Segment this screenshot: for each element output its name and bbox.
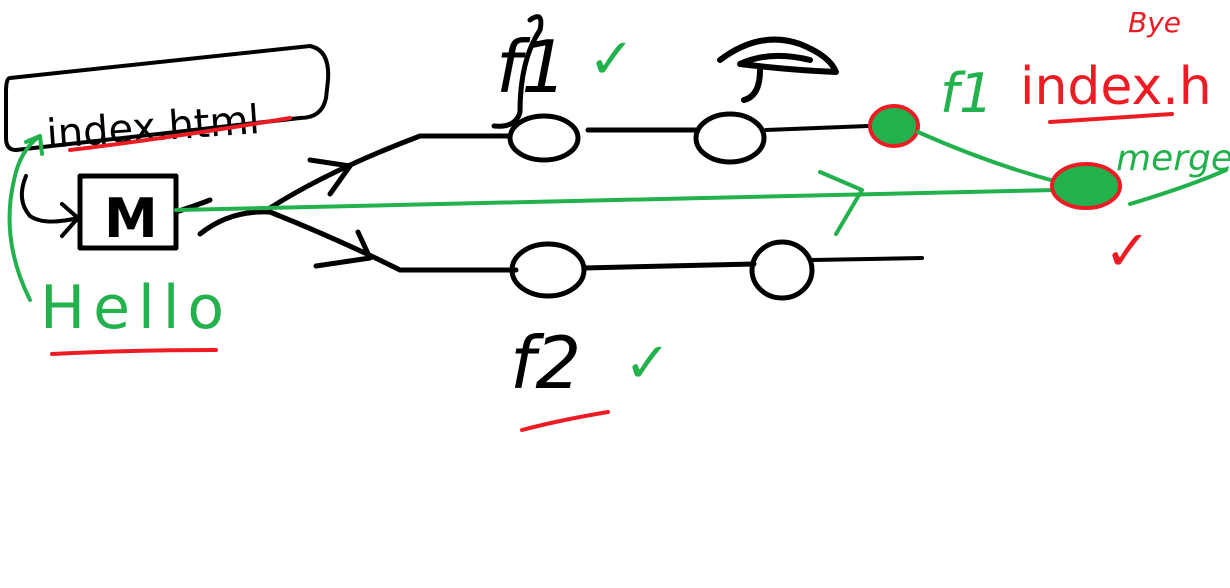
- merge-label-tail: [1128, 168, 1228, 206]
- greeting-underline: [50, 348, 218, 356]
- feature1-commit-1: [507, 113, 581, 163]
- merge-check: ✓: [1104, 219, 1151, 284]
- index-file-box: [4, 44, 331, 152]
- greeting-label: Hello: [40, 273, 232, 343]
- merge-node: [1050, 162, 1122, 210]
- master-box-label: M: [104, 187, 158, 250]
- feature1-check: ✓: [588, 27, 635, 92]
- scribbled-out-label: [717, 36, 839, 103]
- merged-index-underline: [1048, 112, 1174, 124]
- master-entry-arrow: [19, 174, 80, 238]
- merge-label: merge: [1116, 138, 1230, 179]
- branch-fork-lower: [197, 209, 519, 273]
- feature2-label: f2: [510, 321, 581, 405]
- feature2-underline: [520, 410, 610, 432]
- feature2-commit-2: [749, 239, 815, 301]
- hello-to-file-link: [7, 134, 44, 302]
- master-to-merge-arrow: [818, 170, 864, 236]
- feature2-check: ✓: [624, 331, 671, 396]
- feature2-line-2: [810, 256, 924, 262]
- feature2-commit-1: [509, 241, 587, 299]
- feature1-commit-2: [693, 111, 767, 165]
- feature1-label-stem: [491, 14, 544, 129]
- branch-fork-upper: [173, 133, 513, 215]
- merged-feature1-label: f1: [940, 62, 993, 125]
- feature2-line-1: [581, 261, 757, 271]
- bye-label: Bye: [1128, 6, 1181, 39]
- feature1-label: f1: [496, 25, 567, 109]
- feature1-line-2: [764, 124, 870, 132]
- feature1-end-node: [868, 104, 920, 148]
- master-to-merge-line: [174, 188, 1058, 212]
- index-file-underline: [68, 116, 292, 152]
- merged-index-label: index.h: [1020, 57, 1212, 117]
- feature1-to-merge-line: [916, 130, 1060, 184]
